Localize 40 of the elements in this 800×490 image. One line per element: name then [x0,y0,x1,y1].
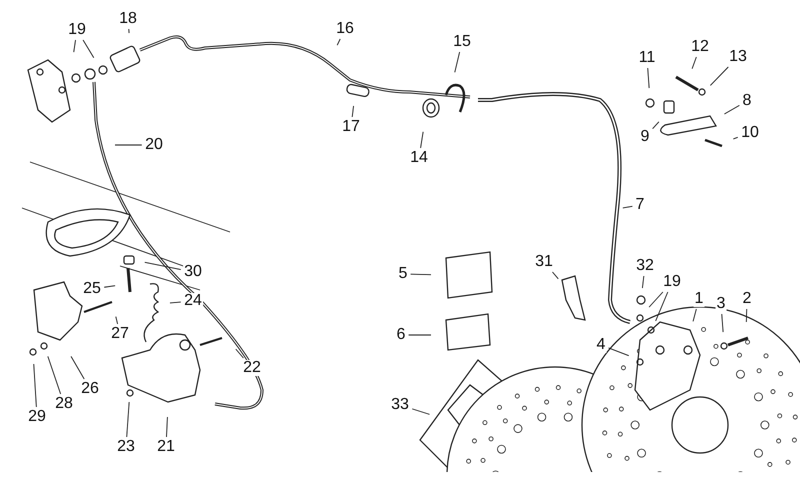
leader-line [721,314,724,332]
leader-line [608,347,630,356]
leader-line [235,348,244,358]
leader-line [692,56,697,70]
callout-number: 4 [596,337,606,353]
leader-line [73,40,76,53]
leader-line [454,52,460,73]
leader-line [128,28,130,34]
leader-line [647,68,650,88]
leader-line [47,356,62,394]
leader-line [648,292,664,308]
leader-line [126,402,130,438]
leader-line [336,38,341,46]
leader-line [652,121,660,130]
leader-line [352,105,354,118]
leader-line [70,356,85,380]
leader-line [420,131,424,148]
leader-line [710,66,729,86]
callout-number: 3 [716,296,726,312]
leader-line [732,136,738,140]
leader-line [655,292,668,322]
leader-line [408,334,432,336]
leader-line [622,206,633,208]
callout-number: 1 [694,291,704,307]
leader-line [412,408,430,415]
leader-line [82,40,94,58]
leader-line [170,302,182,304]
leader-line [746,308,748,322]
leader-line [724,104,740,114]
leader-line [104,285,116,288]
leader-line [33,364,37,408]
leader-line [144,262,182,270]
leader-line [115,316,118,324]
leader-line [166,416,168,438]
leader-line [692,308,697,322]
leader-line [552,272,559,280]
callout-number: 22 [242,360,262,376]
leader-line [114,144,142,146]
leader-line [642,276,644,289]
leader-line [410,274,432,276]
